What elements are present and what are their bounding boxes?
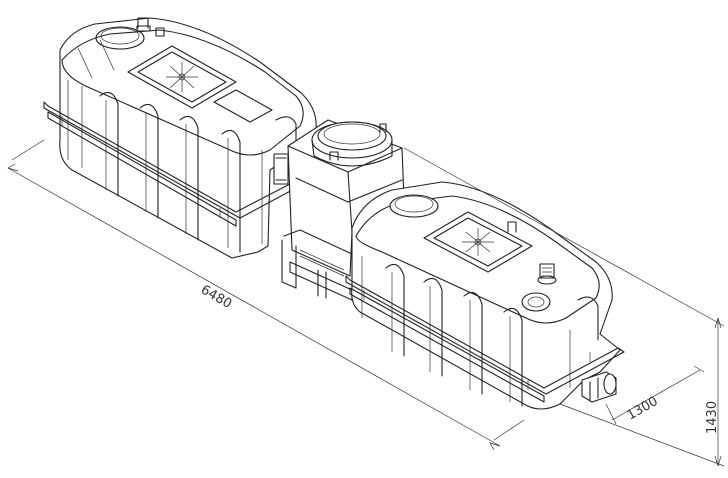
- manhole-star-right: [462, 228, 494, 256]
- right-tank: [345, 181, 625, 410]
- dimension-height: [403, 147, 725, 467]
- width-label: 1300: [625, 394, 661, 424]
- dimension-width: [605, 365, 705, 425]
- left-tank: [43, 17, 317, 259]
- center-unit: [281, 119, 405, 301]
- dimension-length: [7, 139, 525, 451]
- height-label: 1430: [705, 401, 720, 434]
- manhole-star-left: [166, 62, 198, 92]
- length-label: 6480: [198, 282, 234, 312]
